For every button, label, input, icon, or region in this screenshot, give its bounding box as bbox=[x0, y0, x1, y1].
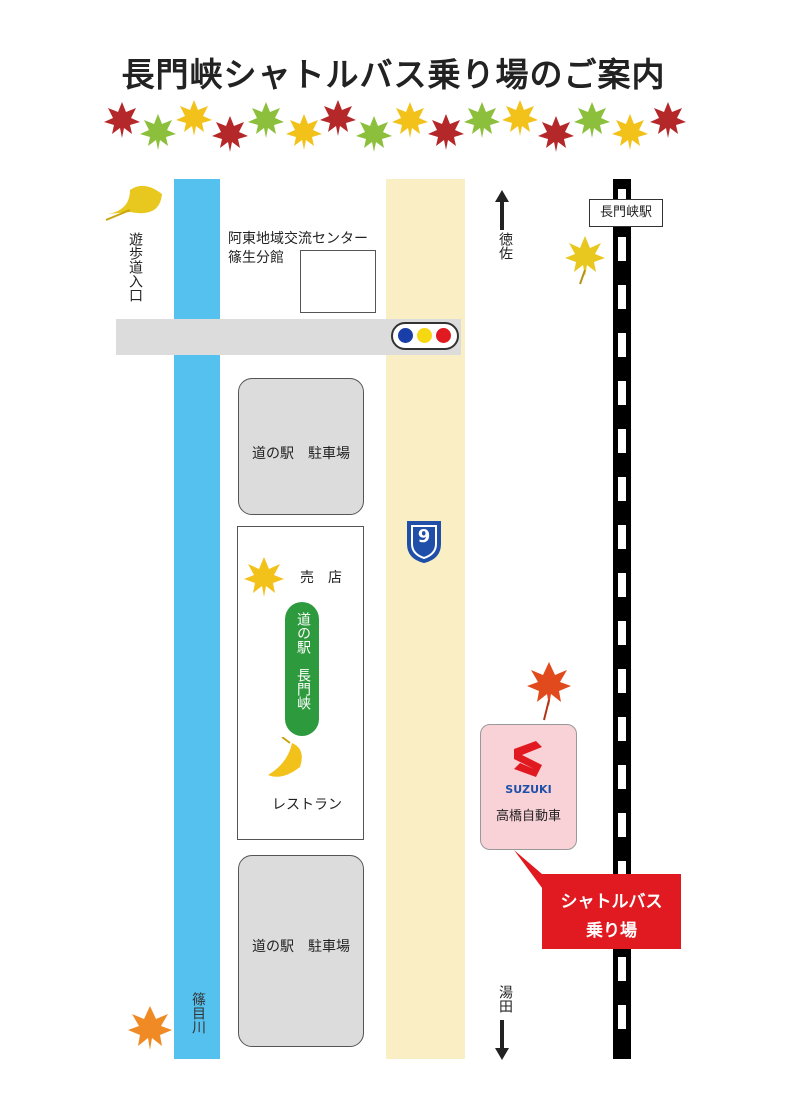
shop-label: 売 店 bbox=[300, 570, 342, 586]
community-center-building bbox=[300, 250, 376, 313]
michinoeki-sign: 道の駅 長門峡 bbox=[285, 602, 319, 736]
restaurant-label: レストラン bbox=[272, 797, 342, 813]
ginkgo-yellow-maple-icon bbox=[244, 557, 284, 597]
suzuki-logo-icon bbox=[514, 741, 542, 777]
shuttle-bus-stop-sign: シャトルバス 乗り場 bbox=[542, 874, 681, 949]
leaf-garland-icon bbox=[104, 100, 686, 152]
river-label: 篠目川 bbox=[190, 992, 206, 1034]
route-number: 9 bbox=[417, 526, 431, 547]
michinoeki-label: 道の駅 長門峡 bbox=[295, 612, 311, 710]
page-title: 長門峡シャトルバス乗り場のご案内 bbox=[121, 55, 666, 94]
parking-lot-north: 道の駅 駐車場 bbox=[238, 378, 364, 515]
shuttle-label-line2: 乗り場 bbox=[586, 921, 637, 941]
shuttle-label-line1: シャトルバス bbox=[560, 892, 663, 912]
parking-lot-south-label: 道の駅 駐車場 bbox=[252, 939, 350, 955]
signal-red-light bbox=[436, 328, 451, 343]
community-center-sublabel: 篠生分館 bbox=[228, 250, 284, 266]
route-9-road bbox=[386, 179, 465, 1059]
maple-leaf-icon bbox=[527, 662, 571, 721]
route-shield-icon bbox=[407, 521, 441, 564]
station-sign: 長門峡駅 bbox=[589, 199, 663, 227]
traffic-signal-icon bbox=[391, 322, 459, 350]
parking-lot-south: 道の駅 駐車場 bbox=[238, 855, 364, 1047]
arrow-up-icon bbox=[495, 190, 509, 230]
maple-leaf-icon bbox=[565, 236, 605, 285]
takahashi-motors-building: SUZUKI 高橋自動車 bbox=[480, 724, 577, 850]
river bbox=[174, 179, 220, 1059]
ginkgo-leaf-icon bbox=[268, 737, 302, 777]
community-center-label: 阿東地域交流センター bbox=[228, 231, 368, 247]
dealer-name-label: 高橋自動車 bbox=[495, 809, 561, 824]
ginkgo-leaf-icon bbox=[105, 185, 162, 221]
parking-lot-north-label: 道の駅 駐車場 bbox=[252, 446, 350, 462]
arrow-down-icon bbox=[495, 1020, 509, 1060]
signal-yellow-light bbox=[417, 328, 432, 343]
signal-blue-light bbox=[398, 328, 413, 343]
walkway-entrance-label: 遊歩道入口 bbox=[127, 232, 143, 302]
dealer-brand-label: SUZUKI bbox=[505, 783, 552, 796]
direction-north-label: 徳佐 bbox=[497, 232, 513, 260]
maple-leaf-icon bbox=[128, 1006, 172, 1050]
direction-south-label: 湯田 bbox=[497, 985, 513, 1013]
